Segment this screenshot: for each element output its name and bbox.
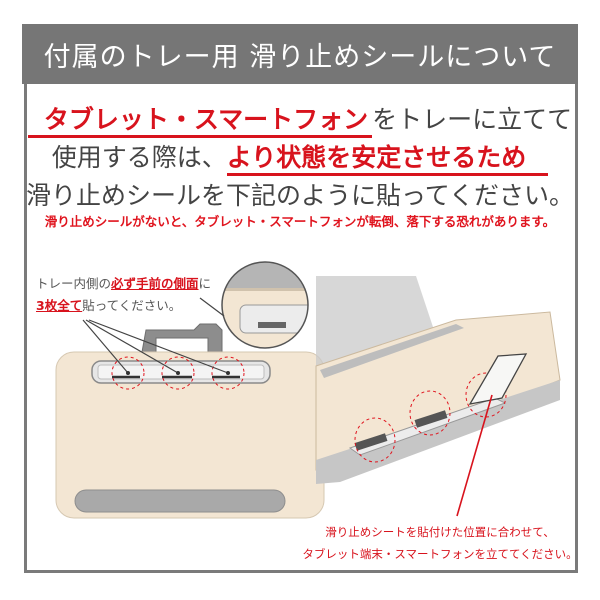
note-emphasis-all-three: 3枚全て — [36, 298, 83, 313]
note-text-end-2: 貼ってください。 — [82, 298, 182, 313]
intro-line-1-rest: をトレーに立てて — [372, 105, 573, 134]
warning-text: 滑り止めシールがないと、タブレット・スマートフォンが転倒、落下する恐れがあります… — [44, 214, 556, 229]
page-title: 付属のトレー用 滑り止めシールについて — [22, 24, 578, 84]
note-text-end: に — [198, 276, 212, 291]
sticker-placement-note: トレー内側の必ず手前の側面に 3枚全て貼ってください。 — [36, 273, 211, 317]
intro-line-2-start: 使用する際は、 — [51, 143, 227, 172]
note-emphasis-front-side: 必ず手前の側面 — [111, 276, 199, 291]
intro-stability-highlight: より状態を安定させるため — [226, 143, 549, 176]
note-text: トレー内側の — [36, 276, 112, 291]
intro-line-2: 使用する際は、より状態を安定させるため — [0, 138, 600, 176]
caption-line-2: タブレット端末・スマートフォンを立ててください。 — [302, 547, 578, 561]
intro-device-highlight: タブレット・スマートフォン — [27, 105, 373, 138]
placement-caption: 滑り止めシートを貼付けた位置に合わせて、 タブレット端末・スマートフォンを立てて… — [300, 521, 580, 565]
tray-perspective-illustration — [315, 276, 561, 517]
tray-top-view-illustration — [55, 319, 325, 519]
caption-line-1: 滑り止めシートを貼付けた位置に合わせて、 — [325, 525, 555, 539]
intro-line-1: タブレット・スマートフォンをトレーに立てて — [0, 100, 600, 138]
intro-line-3: 滑り止めシールを下記のように貼ってください。 — [25, 181, 574, 210]
magnified-detail-illustration — [199, 261, 309, 349]
